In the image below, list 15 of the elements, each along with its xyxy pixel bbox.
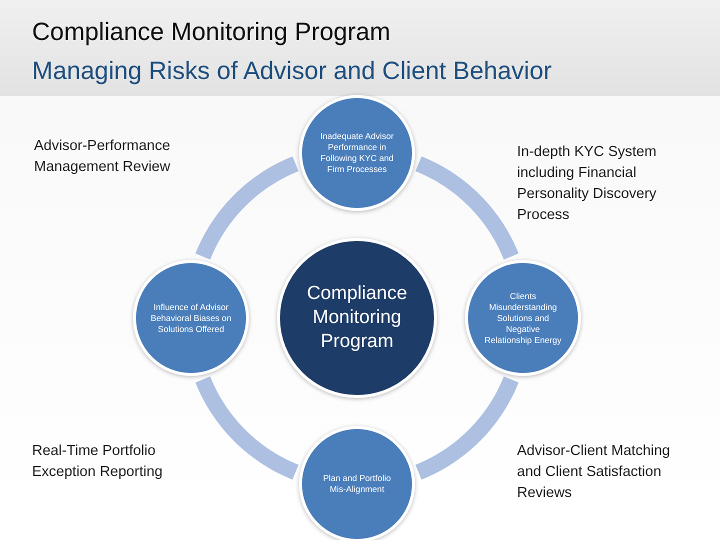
circle-text: Inadequate Advisor Performance in Following KYC and Firm Processes [319,131,395,175]
ring-arc [195,156,300,260]
circle-text: Clients Misunderstanding Solutions and Negative Relationship Energy [484,290,562,346]
ring-arc [414,156,519,260]
corner-label: Advisor-Performance Management Review [34,137,172,177]
circle-text: Influence of Advisor Behavioral Biases on Solutions Offered [150,302,232,334]
corner-label: In-depth KYC System including Financial Personality Discovery Process [517,143,658,225]
corner-label: Advisor-Client Matching and Client Satisfaction Reviews [517,442,672,503]
title: Compliance Monitoring Program [32,18,390,47]
ring-arc [414,376,519,480]
ring-arc [195,376,300,480]
corner-label: Real-Time Portfolio Exception Reporting [32,442,164,482]
circle-text: Compliance Monitoring Program [306,282,408,354]
subtitle: Managing Risks of Advisor and Client Behavior [32,56,553,87]
circle-text: Plan and Portfolio Mis-Alignment [322,473,392,495]
